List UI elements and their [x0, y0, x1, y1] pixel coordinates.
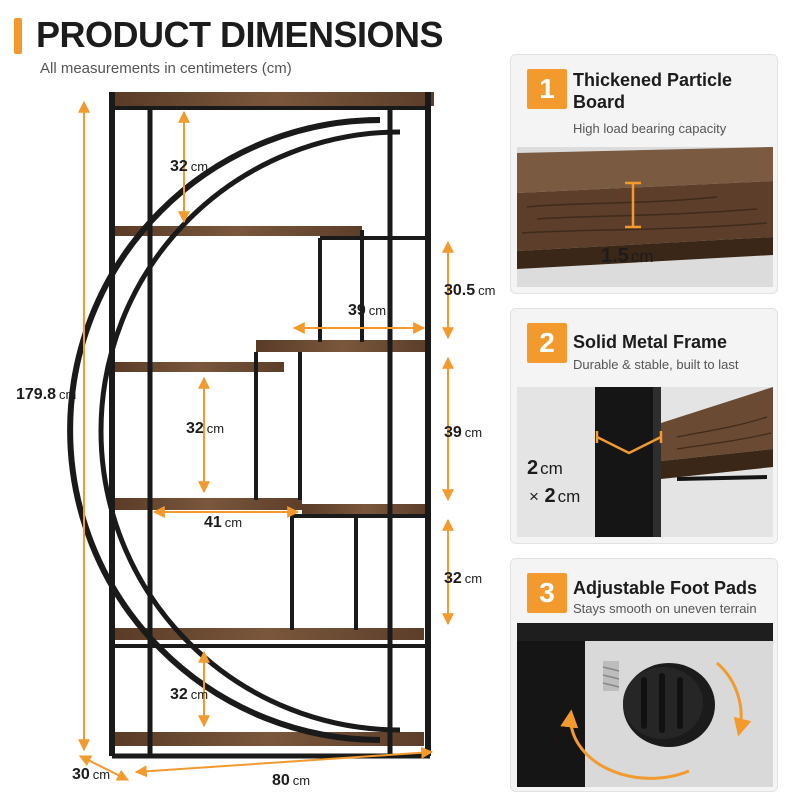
page-title: PRODUCT DIMENSIONS — [36, 14, 444, 55]
feature-subtitle: Durable & stable, built to last — [573, 357, 739, 372]
feature-title: Solid Metal Frame — [573, 332, 728, 352]
feature-number-badge: 1 — [527, 69, 567, 109]
feature-title: Adjustable Foot Pads — [573, 578, 758, 598]
shelf-board — [112, 362, 284, 372]
feature-subtitle: Stays smooth on uneven terrain — [573, 601, 757, 616]
feature-number-badge: 2 — [527, 323, 567, 363]
top-shelf-board — [112, 92, 434, 106]
depth-arrow — [78, 755, 130, 781]
feature-card-metal-frame: 2 Solid Metal Frame Durable & stable, bu… — [510, 308, 778, 544]
feature-card-foot-pads: 3 Adjustable Foot Pads Stays smooth on u… — [510, 558, 778, 792]
foot-pad-icon — [517, 623, 773, 787]
shelf-board — [302, 504, 428, 516]
feature-title: Thickened Particle Board — [573, 70, 733, 112]
bookshelf-drawing — [67, 92, 454, 781]
feature-card-particle-board: 1 Thickened Particle Board High load bea… — [510, 54, 778, 294]
feature-subtitle: High load bearing capacity — [573, 121, 727, 136]
width-arrow — [134, 746, 434, 778]
shelf-board — [112, 628, 424, 640]
feature-number-badge: 3 — [527, 573, 567, 613]
metal-frame — [67, 92, 431, 759]
shelf-board — [112, 498, 302, 510]
shelf-board — [112, 226, 362, 236]
title-accent-bar — [14, 18, 22, 54]
dimension-lines — [78, 100, 454, 781]
page-subtitle: All measurements in centimeters (cm) — [40, 60, 292, 77]
shelf-board — [256, 340, 428, 352]
